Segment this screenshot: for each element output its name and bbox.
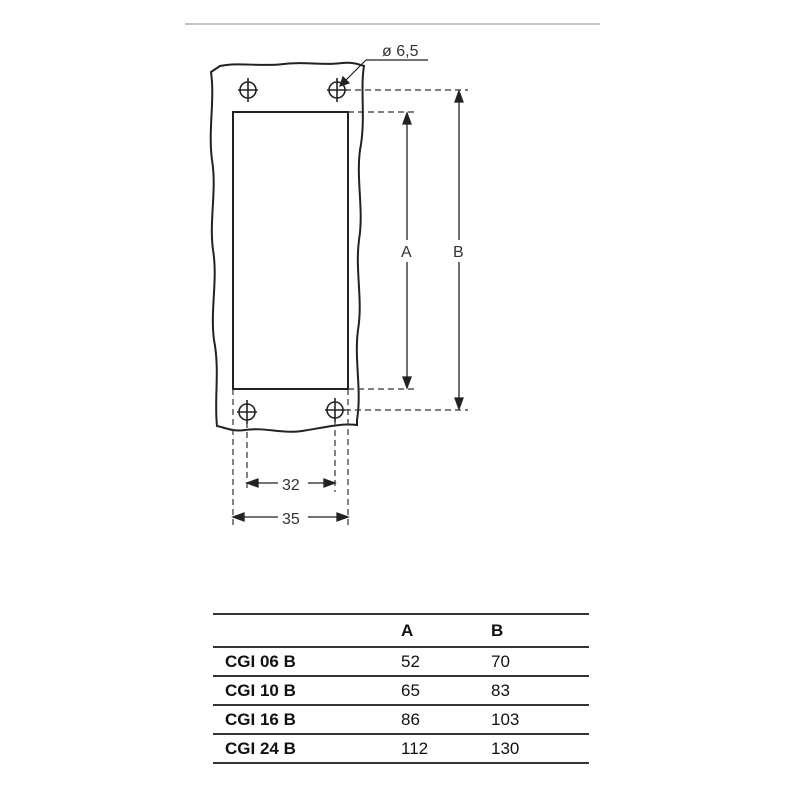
dimensions-table: A B CGI 06 B 52 70 CGI 10 B 65 83 CGI 16… xyxy=(213,613,589,764)
a-cell: 86 xyxy=(401,705,491,735)
model-cell: CGI 16 B xyxy=(213,705,401,735)
b-cell: 83 xyxy=(491,676,589,706)
hole-callout xyxy=(339,59,428,87)
table-row: CGI 24 B 112 130 xyxy=(213,734,589,764)
a-cell: 52 xyxy=(401,647,491,677)
a-cell: 112 xyxy=(401,734,491,764)
header-a: A xyxy=(401,613,491,648)
table-row: CGI 06 B 52 70 xyxy=(213,647,589,677)
extension-lines xyxy=(232,89,468,525)
table-row: CGI 16 B 86 103 xyxy=(213,705,589,735)
a-cell: 65 xyxy=(401,676,491,706)
dimension-35-label: 35 xyxy=(282,511,300,528)
dimension-b-label: B xyxy=(453,244,464,261)
cutout-window xyxy=(232,111,349,390)
model-cell: CGI 10 B xyxy=(213,676,401,706)
table-header-row: A B xyxy=(213,613,589,648)
mounting-holes xyxy=(237,78,347,424)
model-cell: CGI 24 B xyxy=(213,734,401,764)
table-row: CGI 10 B 65 83 xyxy=(213,676,589,706)
panel-cutout-outline xyxy=(209,61,366,433)
model-cell: CGI 06 B xyxy=(213,647,401,677)
dimension-32-label: 32 xyxy=(282,477,300,494)
b-cell: 130 xyxy=(491,734,589,764)
b-cell: 70 xyxy=(491,647,589,677)
hole-diameter-label: ø 6,5 xyxy=(382,43,419,60)
header-model xyxy=(213,613,401,648)
header-b: B xyxy=(491,613,589,648)
dimension-a-label: A xyxy=(401,244,412,261)
b-cell: 103 xyxy=(491,705,589,735)
